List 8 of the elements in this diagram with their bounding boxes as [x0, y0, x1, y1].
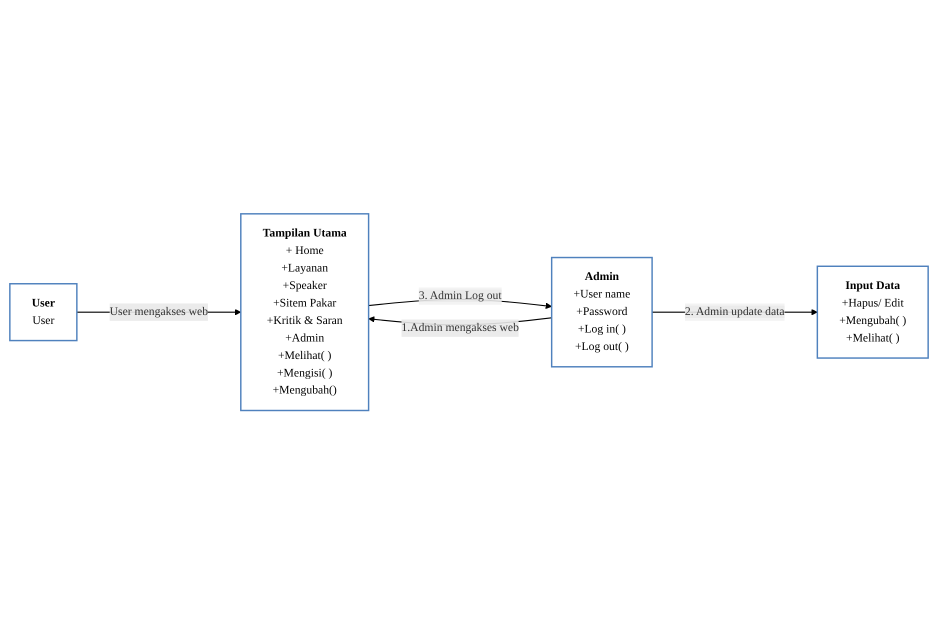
node-box: Admin +User name +Password +Log in( ) +Log out( ): [550, 257, 653, 368]
node-box: Tampilan Utama + Home +Layanan +Speaker +Sitem Pakar +Kritik & Saran +Admin +Melihat( ) +Mengisi( ) +Mengubah(): [240, 213, 370, 412]
node-box: Input Data +Hapus/ Edit +Mengubah( ) +Melihat( ): [816, 266, 929, 360]
edge-label: User mengakses web: [110, 306, 208, 318]
edge-label: 2. Admin update data: [684, 306, 785, 318]
node-box: User User: [9, 283, 78, 342]
edge-label: 3. Admin Log out: [418, 290, 502, 302]
edge-label: 1.Admin mengakses web: [401, 322, 519, 334]
